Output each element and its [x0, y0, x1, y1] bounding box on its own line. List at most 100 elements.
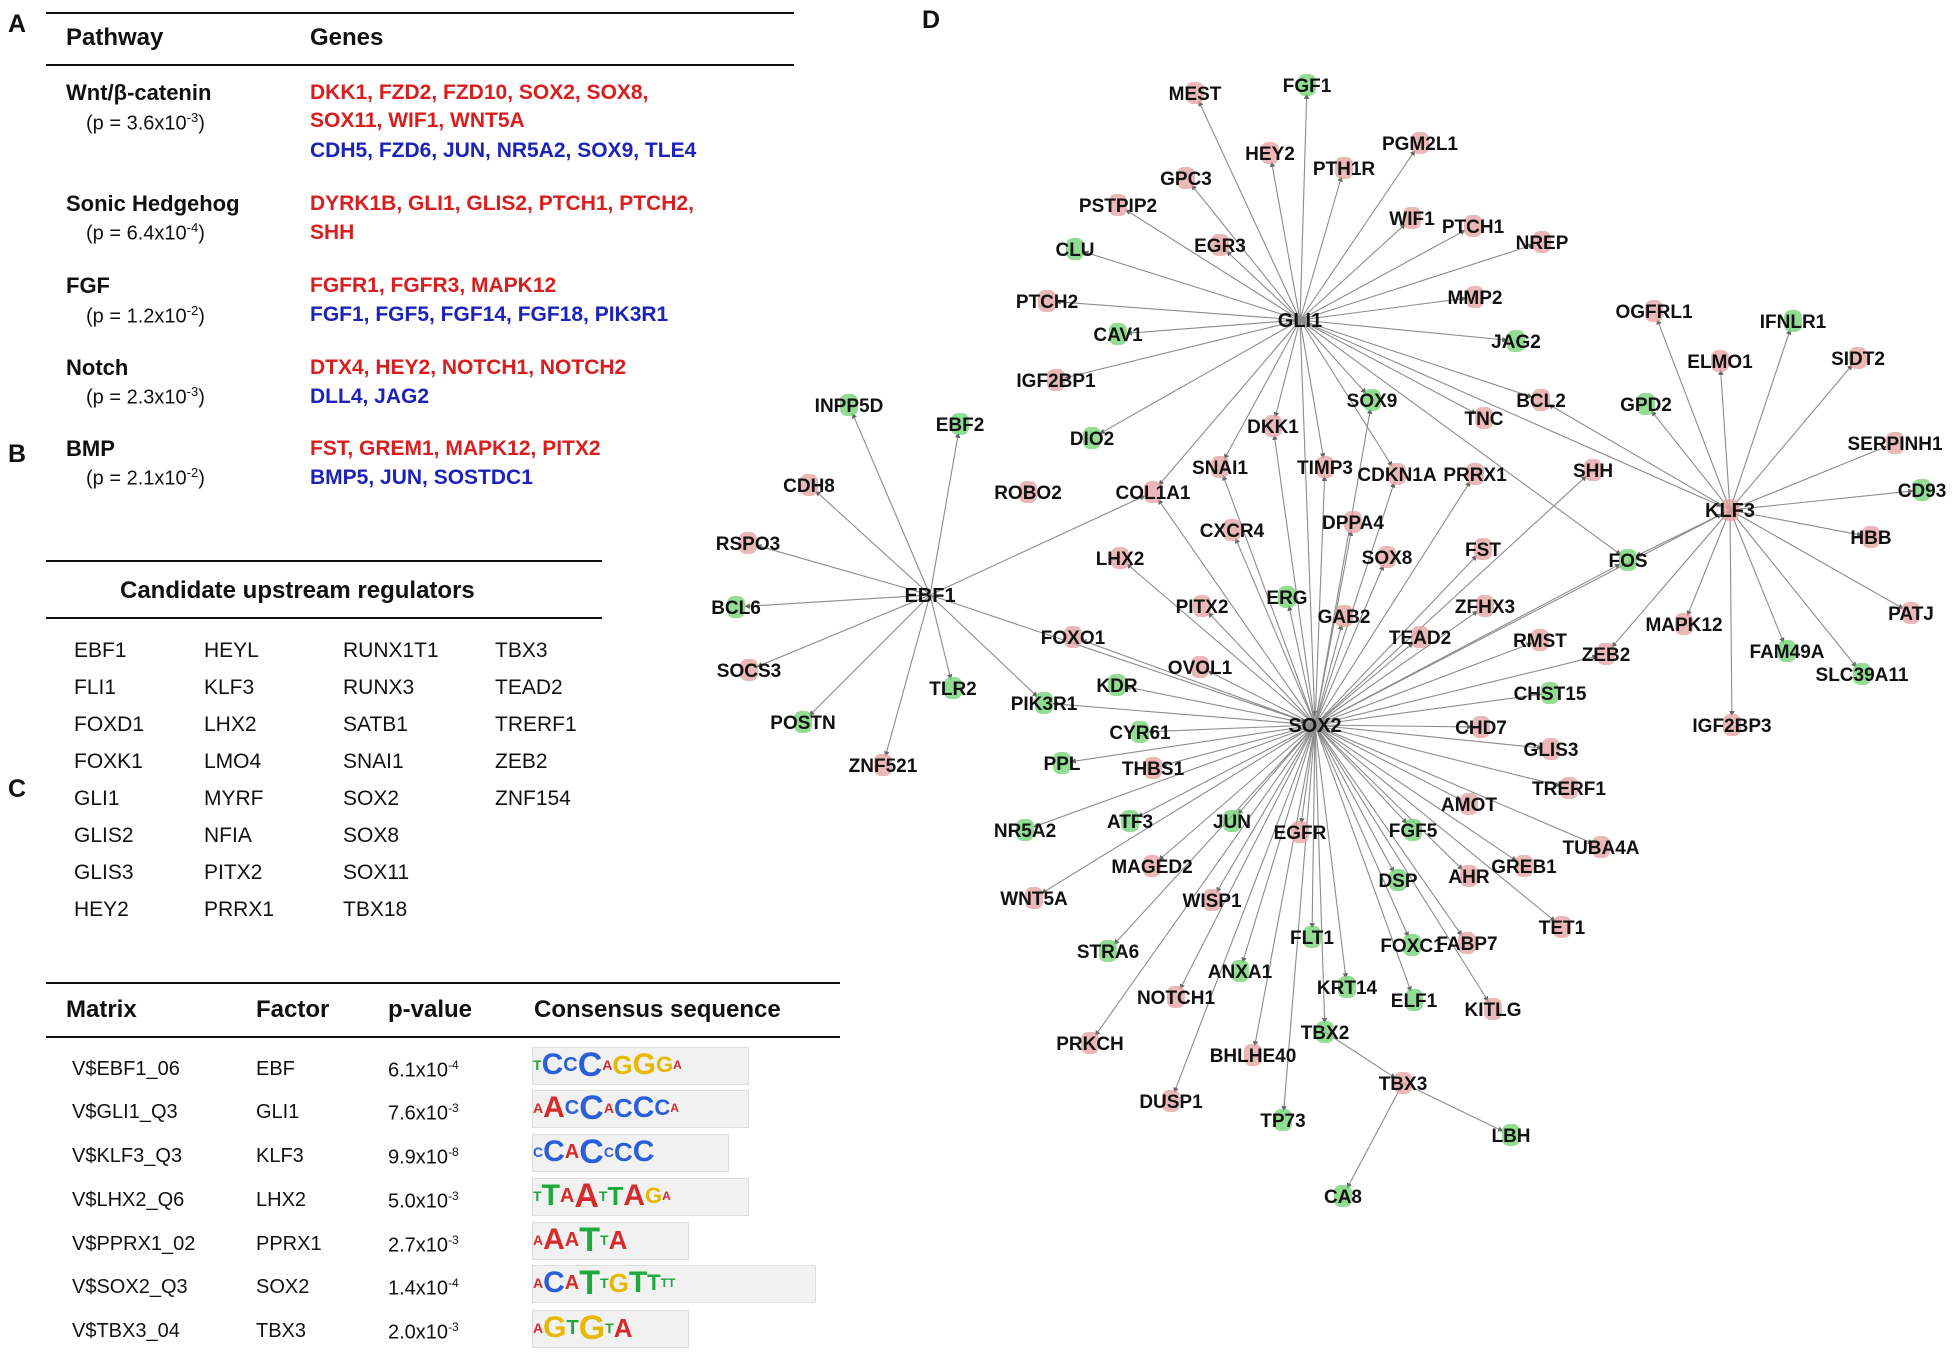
- panel-label-a: A: [8, 10, 27, 38]
- node-marker: [1378, 546, 1396, 568]
- logo-letter: T: [579, 1265, 601, 1302]
- network-edge: [1314, 624, 1344, 726]
- node-marker: [1507, 330, 1525, 352]
- network-node: RSPO3: [716, 532, 780, 555]
- node-label: DIO2: [1070, 429, 1114, 450]
- network-edge: [1314, 482, 1396, 726]
- network-node: EBF2: [936, 413, 985, 436]
- node-label: ROBO2: [994, 483, 1062, 504]
- regulator-name: TEAD2: [495, 676, 563, 699]
- table-rule-header: [46, 64, 794, 66]
- regulator-name: SOX11: [343, 861, 410, 884]
- network-node: CD93: [1898, 479, 1946, 502]
- logo-letter: T: [607, 1181, 624, 1211]
- matrix-id: V$LHX2_Q6: [72, 1189, 185, 1211]
- node-label: GREB1: [1491, 857, 1557, 878]
- node-label: TBX3: [1379, 1074, 1428, 1095]
- network-node: CHST15: [1514, 682, 1587, 705]
- network-node: TET1: [1539, 916, 1586, 939]
- network-edge: [1222, 474, 1316, 726]
- panel-label-c: C: [8, 775, 27, 803]
- network-edge: [1299, 319, 1367, 394]
- network-edge: [1314, 610, 1479, 726]
- network-edge: [808, 594, 931, 717]
- network-edge: [1309, 724, 1316, 929]
- node-label: PTCH1: [1442, 217, 1505, 238]
- logo-letter: C: [613, 1137, 633, 1167]
- node-label: FOXC1: [1380, 936, 1444, 957]
- node-label: SLC39A11: [1816, 665, 1909, 686]
- node-label: TLR2: [929, 679, 977, 700]
- node-label: FST: [1465, 540, 1501, 561]
- network-node: PTH1R: [1313, 157, 1375, 180]
- node-marker: [944, 677, 962, 699]
- node-marker: [1211, 234, 1229, 256]
- regulator-name: SATB1: [343, 713, 408, 736]
- node-label: GLIS3: [1524, 740, 1579, 761]
- node-label: KLF3: [1705, 500, 1755, 522]
- node-label: TEAD2: [1389, 628, 1451, 649]
- network-edge: [1548, 404, 1731, 511]
- regulator-name: LHX2: [204, 713, 257, 736]
- node-marker: [1711, 350, 1729, 372]
- network-node: OVOL1: [1168, 656, 1233, 679]
- logo-letter: C: [632, 1135, 655, 1168]
- regulator-name: MYRF: [204, 787, 264, 810]
- node-label: CYR61: [1109, 723, 1171, 744]
- network-edge: [1729, 509, 1857, 668]
- regulator-name: HEY2: [74, 898, 129, 921]
- network-edge: [1299, 319, 1326, 459]
- node-label: ZFHX3: [1455, 597, 1515, 618]
- network-edge: [1314, 724, 1543, 751]
- network-node: BCL6: [711, 596, 761, 619]
- network-edge: [1324, 1031, 1396, 1079]
- network-edge: [1207, 670, 1316, 726]
- logo-letter: A: [564, 1141, 580, 1163]
- node-marker: [727, 596, 745, 618]
- network-node: AMOT: [1441, 793, 1497, 816]
- network-node: INPP5D: [815, 394, 883, 417]
- network-edge: [1032, 724, 1316, 828]
- node-marker: [1131, 721, 1149, 743]
- node-label: KDR: [1096, 676, 1137, 697]
- node-marker: [1344, 511, 1362, 533]
- factor-name: PPRX1: [256, 1233, 322, 1255]
- network-edge: [1216, 724, 1316, 893]
- node-marker: [1902, 602, 1920, 624]
- network-edge: [1314, 724, 1412, 993]
- node-marker: [1531, 629, 1549, 651]
- regulator-name: EBF1: [74, 639, 127, 662]
- network-node: FAM49A: [1750, 640, 1825, 663]
- node-label: BCL6: [711, 598, 761, 619]
- network-edge: [1299, 229, 1466, 321]
- regulator-name: HEYL: [204, 639, 259, 662]
- network-node: DUSP1: [1139, 1090, 1203, 1113]
- node-marker: [1291, 821, 1309, 843]
- network-edge: [1314, 564, 1385, 726]
- regulator-name: SOX8: [343, 824, 400, 847]
- node-marker: [1464, 215, 1482, 237]
- logo-letter: A: [608, 1225, 628, 1255]
- network-node: LBH: [1491, 1124, 1531, 1147]
- node-marker: [794, 711, 812, 733]
- node-marker: [1109, 323, 1127, 345]
- network-edge: [1299, 724, 1316, 824]
- node-marker: [1411, 626, 1429, 648]
- node-marker: [1338, 976, 1356, 998]
- node-marker: [1849, 347, 1867, 369]
- logo-letter: C: [543, 1266, 565, 1299]
- node-label: EBF2: [936, 415, 985, 436]
- logo-letter: A: [564, 1229, 580, 1251]
- network-node: CDKN1A: [1357, 463, 1437, 486]
- network-edge: [1299, 149, 1416, 321]
- logo-letter: A: [559, 1185, 575, 1207]
- motif-pvalue: 9.9x10-8: [388, 1145, 459, 1169]
- network-edge: [1314, 408, 1373, 726]
- regulator-name: RUNX1T1: [343, 639, 439, 662]
- node-marker: [1388, 463, 1406, 485]
- network-node: IFNLR1: [1760, 310, 1827, 333]
- network-node: WIF1: [1389, 207, 1435, 230]
- node-marker: [1389, 869, 1407, 891]
- node-marker: [739, 532, 757, 554]
- network-node: FABP7: [1436, 932, 1498, 955]
